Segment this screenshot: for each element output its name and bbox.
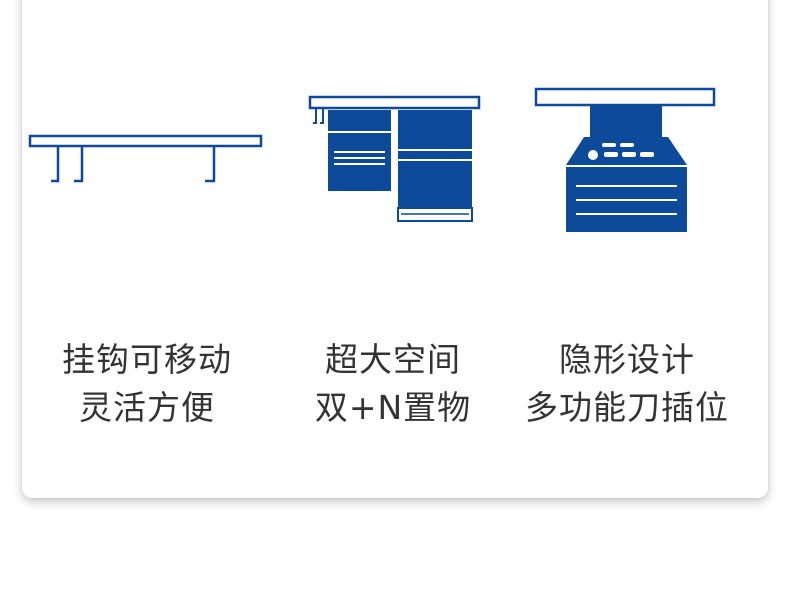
feature-label: 挂钩可移动 灵活方便 — [22, 336, 272, 432]
hanging-hook-bench-icon — [28, 134, 263, 183]
feature-title: 挂钩可移动 — [62, 340, 232, 379]
feature-label: 超大空间 双+N置物 — [268, 336, 518, 432]
feature-subtitle: 灵活方便 — [79, 388, 215, 427]
feature-label: 隐形设计 多功能刀插位 — [502, 336, 752, 432]
feature-card — [22, 0, 768, 498]
drawer-cabinet-bench-icon — [308, 95, 481, 222]
feature-subtitle: 双+N置物 — [314, 388, 472, 427]
feature-subtitle: 多功能刀插位 — [525, 388, 729, 427]
feature-title: 隐形设计 — [559, 340, 695, 379]
feature-title: 超大空间 — [325, 340, 461, 379]
knife-holder-cabinet-icon — [534, 87, 716, 232]
